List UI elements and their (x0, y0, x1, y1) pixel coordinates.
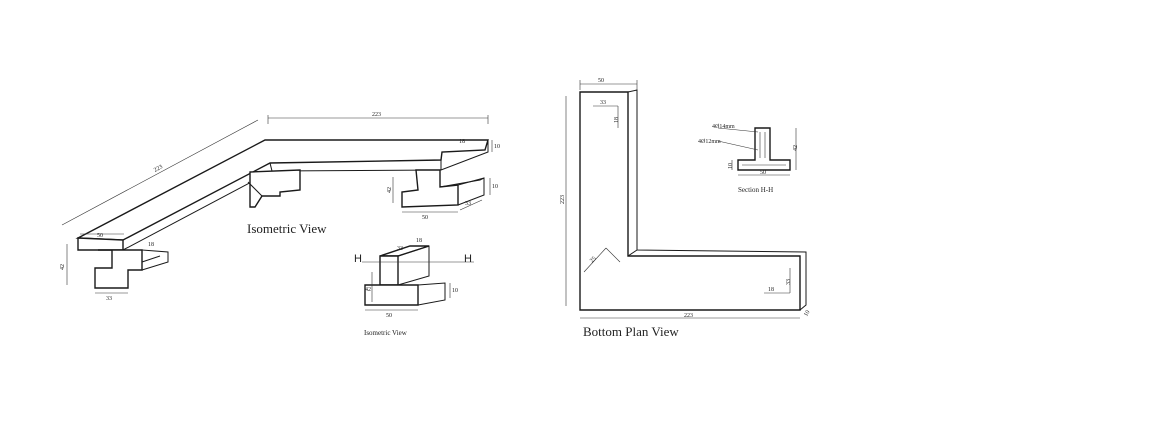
section-web-top (379, 245, 430, 257)
section-mark-left: H (354, 253, 362, 265)
dim-iso-base-right: 50 (422, 215, 428, 221)
section-hh-drawing: 4Ø14mm 4Ø12mm 42 50 10 Section H-H (698, 124, 799, 194)
dim-plan-diag: 25 (589, 256, 597, 264)
dim-iso-long: 223 (153, 164, 164, 174)
section-web-front (379, 255, 399, 286)
slab-top-face (75, 139, 489, 241)
rebar-note-top: 4Ø14mm (712, 124, 735, 130)
dim-small-top: 33 (397, 246, 403, 252)
rebar-note-bottom: 4Ø12mm (698, 139, 721, 145)
right-support (401, 169, 459, 208)
caption-isometric-view: Isometric View (247, 221, 327, 236)
dim-small-base: 50 (386, 313, 392, 319)
dim-iso-end-right: 18 (459, 139, 465, 145)
left-support (94, 249, 143, 289)
bottom-plan-drawing: 50 33 18 223 223 25 18 33 10 Bottom Plan… (560, 78, 811, 339)
caption-bottom-plan-view: Bottom Plan View (583, 324, 679, 339)
dim-small-side: 10 (452, 288, 458, 294)
dim-plan-right-side: 33 (786, 279, 792, 285)
dim-iso-height-left: 42 (60, 264, 66, 270)
middle-support (249, 169, 301, 208)
slab-front-face (77, 237, 124, 251)
caption-section-hh: Section H-H (738, 186, 773, 194)
section-hh-outline (737, 127, 791, 171)
dim-plan-inner: 33 (600, 100, 606, 106)
dim-sec-side: 10 (728, 163, 734, 169)
dim-plan-height: 223 (560, 195, 566, 204)
dim-iso-height-right: 42 (387, 187, 393, 193)
section-flange-front (364, 284, 419, 306)
dim-iso-web-right: 10 (492, 184, 498, 190)
dim-sec-height: 42 (793, 145, 799, 151)
caption-isometric-view-small: Isometric View (364, 329, 408, 337)
dim-iso-width-left: 50 (97, 233, 103, 239)
dim-plan-right-web: 18 (768, 287, 774, 293)
dim-small-web: 18 (416, 238, 422, 244)
dim-iso-side-right: 10 (494, 144, 500, 150)
section-mark-right: H (464, 253, 472, 265)
dim-plan-top: 50 (598, 78, 604, 84)
dim-sec-base: 50 (760, 170, 766, 176)
isometric-beam-drawing: 223 223 50 42 33 18 42 50 33 10 10 18 Is… (60, 112, 500, 302)
dim-iso-flange-right: 33 (465, 201, 471, 207)
dim-plan-web: 18 (614, 117, 620, 123)
dim-plan-corner: 10 (803, 310, 811, 318)
dim-iso-web-left: 18 (148, 242, 154, 248)
dim-iso-flange-left: 33 (106, 296, 112, 302)
isometric-section-drawing: H H 18 33 42 50 10 Isometric View (354, 238, 474, 337)
dim-iso-top: 223 (372, 112, 381, 118)
dim-small-height: 42 (365, 287, 371, 293)
dim-plan-bottom: 223 (684, 313, 693, 319)
plan-l-shape (579, 91, 801, 311)
